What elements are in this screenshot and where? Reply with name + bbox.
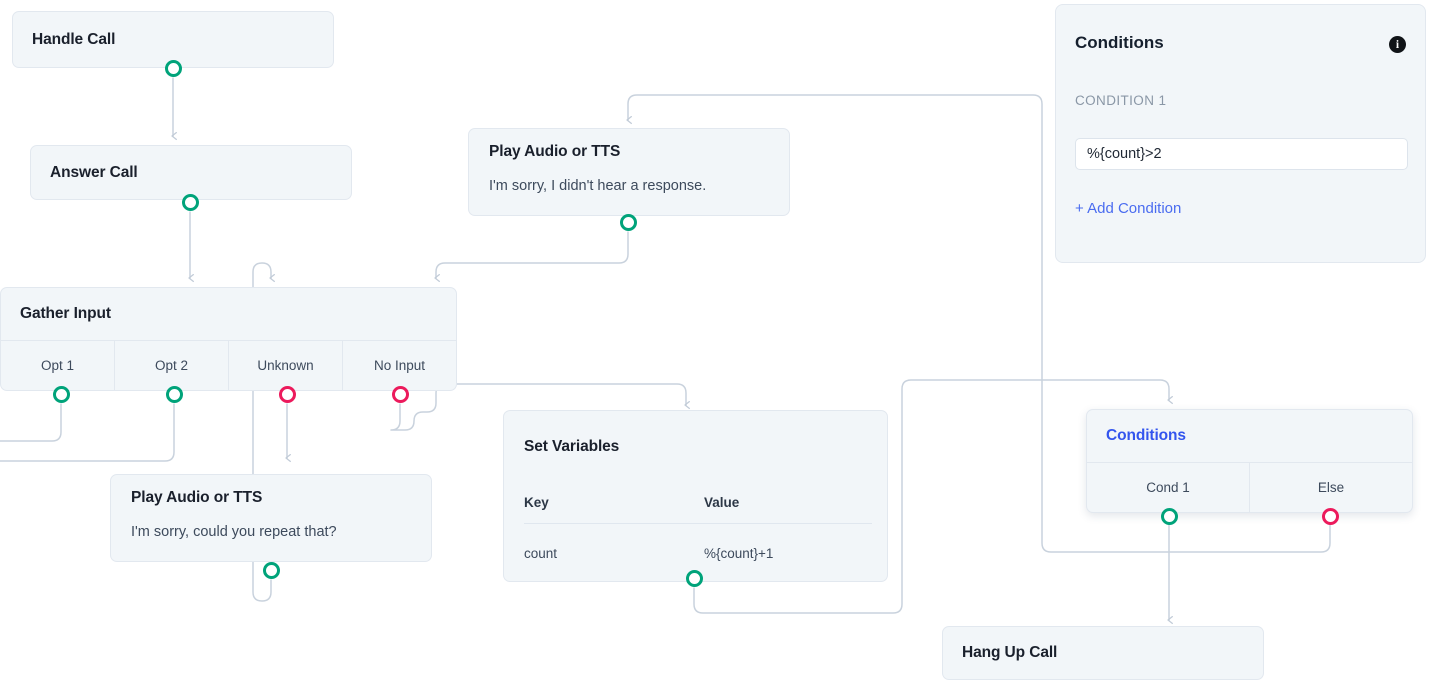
node-gather-input[interactable]: Gather Input Opt 1 Opt 2 Unknown No Inpu… (0, 287, 457, 391)
node-header: Conditions (1087, 410, 1412, 462)
node-set-variables[interactable]: Set Variables Key Value count %{count}+1 (503, 410, 888, 582)
cell-value: %{count}+1 (704, 546, 774, 561)
port-gather-unknown[interactable]: Unknown (229, 341, 343, 390)
port-conditions-else[interactable]: Else (1250, 463, 1412, 512)
port-dot-opt-1[interactable] (53, 386, 70, 403)
port-gather-opt-2[interactable]: Opt 2 (115, 341, 229, 390)
table-row: count %{count}+1 (524, 546, 872, 561)
node-play-audio-tts-top[interactable]: Play Audio or TTS I'm sorry, I didn't he… (468, 128, 790, 216)
node-title: Set Variables (524, 438, 620, 455)
port-handle-call-out[interactable] (165, 60, 182, 77)
node-title: Conditions (1106, 427, 1186, 444)
node-subtitle: I'm sorry, I didn't hear a response. (489, 178, 707, 194)
node-answer-call[interactable]: Answer Call (30, 145, 352, 200)
panel-title: Conditions (1075, 33, 1164, 52)
port-dot-unknown[interactable] (279, 386, 296, 403)
node-conditions[interactable]: Conditions Cond 1 Else (1086, 409, 1413, 513)
node-title: Gather Input (20, 305, 111, 322)
port-label: Unknown (257, 358, 314, 373)
cell-key: count (524, 546, 558, 561)
node-subtitle: I'm sorry, could you repeat that? (131, 524, 337, 540)
column-header-value: Value (704, 495, 740, 510)
node-play-audio-tts-bottom[interactable]: Play Audio or TTS I'm sorry, could you r… (110, 474, 432, 562)
node-title: Play Audio or TTS (131, 489, 263, 506)
port-set-variables-out[interactable] (686, 570, 703, 587)
condition-1-label: CONDITION 1 (1075, 93, 1167, 108)
table-header-row: Key Value (524, 495, 872, 510)
port-gather-no-input[interactable]: No Input (343, 341, 456, 390)
info-icon[interactable]: i (1389, 36, 1406, 53)
port-play-audio-bottom-out[interactable] (263, 562, 280, 579)
node-header: Gather Input (1, 288, 456, 340)
port-label: Opt 1 (40, 358, 75, 373)
column-header-key: Key (524, 495, 549, 510)
node-title: Handle Call (32, 30, 116, 48)
table-divider (524, 523, 872, 524)
port-dot-no-input[interactable] (392, 386, 409, 403)
port-label: Cond 1 (1146, 480, 1190, 495)
condition-1-input[interactable] (1075, 138, 1408, 170)
node-handle-call[interactable]: Handle Call (12, 11, 334, 68)
port-dot-cond-1[interactable] (1161, 508, 1178, 525)
conditions-panel: Conditions i CONDITION 1 + Add Condition (1055, 4, 1426, 263)
port-label: No Input (373, 358, 426, 373)
node-hang-up-call[interactable]: Hang Up Call (942, 626, 1264, 680)
port-conditions-cond-1[interactable]: Cond 1 (1087, 463, 1250, 512)
port-row: Cond 1 Else (1087, 462, 1412, 512)
port-row: Opt 1 Opt 2 Unknown No Input (1, 340, 456, 390)
port-answer-call-out[interactable] (182, 194, 199, 211)
node-title: Answer Call (50, 163, 138, 181)
port-label: Opt 2 (154, 358, 189, 373)
port-play-audio-top-out[interactable] (620, 214, 637, 231)
port-gather-opt-1[interactable]: Opt 1 (1, 341, 115, 390)
port-label: Else (1317, 480, 1345, 495)
node-title: Play Audio or TTS (489, 143, 621, 160)
add-condition-button[interactable]: + Add Condition (1075, 200, 1182, 217)
node-title: Hang Up Call (962, 644, 1058, 661)
port-dot-else[interactable] (1322, 508, 1339, 525)
port-dot-opt-2[interactable] (166, 386, 183, 403)
